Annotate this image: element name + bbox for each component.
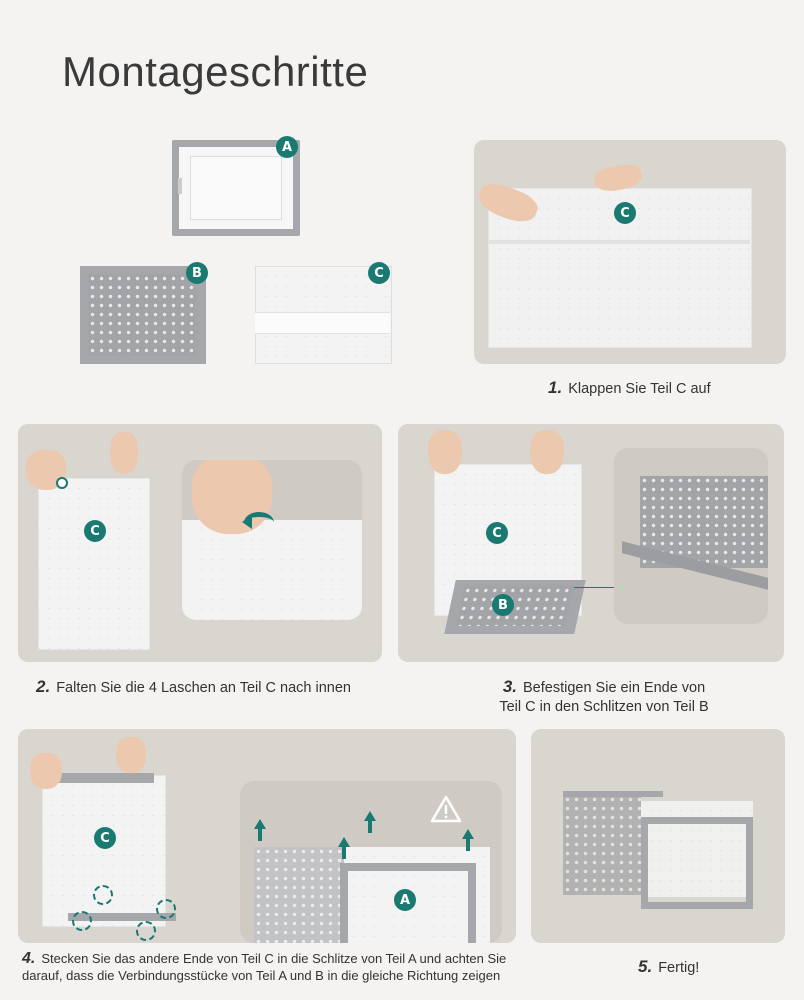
step-5-caption: 5.Fertig! [638,957,700,976]
hand-illustration [428,430,462,474]
step-4-panel: C A [18,729,516,943]
hand-illustration [530,430,564,474]
page-title: Montageschritte [62,48,369,95]
step-3-panel: C B [398,424,784,662]
step-1-panel: C [474,140,786,364]
step-3-caption: 3.Befestigen Sie ein Ende von Teil C in … [499,677,709,715]
part-c-badge: C [614,202,636,224]
step-1-caption: 1.Klappen Sie Teil C auf [548,378,711,397]
hand-illustration [110,432,138,474]
part-a-badge: A [394,889,416,911]
step-2-panel: C [18,424,382,662]
part-a-badge: A [276,136,298,158]
hand-illustration [30,753,62,789]
step-5-panel [531,729,785,943]
part-c-illustration [255,266,392,364]
part-a-illustration [172,140,300,236]
up-arrow-icon [338,837,350,859]
part-c-badge: C [486,522,508,544]
part-b-illustration [80,266,206,364]
step-4-caption: 4.Stecken Sie das andere Ende von Teil C… [22,950,507,983]
hand-illustration [116,737,146,773]
part-c-badge: C [368,262,390,284]
curved-arrow-icon [244,512,274,533]
part-c-badge: C [94,827,116,849]
part-b-badge: B [492,594,514,616]
warning-icon [430,795,462,823]
part-c-badge: C [84,520,106,542]
up-arrow-icon [254,819,266,841]
part-b-badge: B [186,262,208,284]
up-arrow-icon [462,829,474,851]
up-arrow-icon [364,811,376,833]
step-2-caption: 2.Falten Sie die 4 Laschen an Teil C nac… [36,677,351,696]
